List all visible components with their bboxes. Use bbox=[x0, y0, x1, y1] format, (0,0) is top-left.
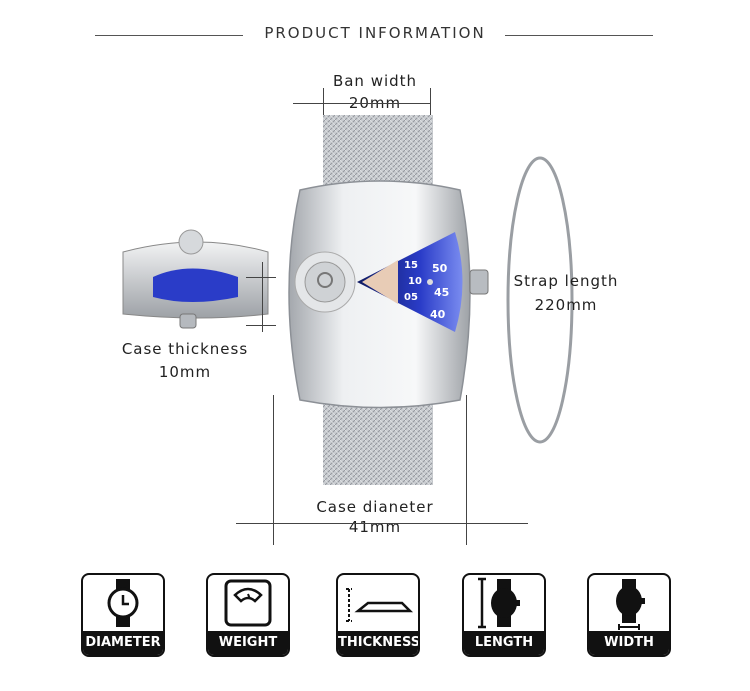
weight-tile: WEIGHT bbox=[206, 573, 290, 657]
scale-icon bbox=[224, 579, 272, 627]
length-tile: LENGTH bbox=[462, 573, 546, 657]
clock-watch-icon bbox=[107, 579, 139, 627]
strap-loop-illustration bbox=[506, 156, 574, 444]
diameter-tick-right bbox=[466, 395, 467, 545]
case-thickness-value: 10mm bbox=[158, 363, 212, 381]
dial-number: 10 bbox=[408, 276, 422, 287]
length-icon bbox=[478, 577, 520, 629]
case-diameter-value: 41mm bbox=[348, 518, 402, 536]
thickness-label: THICKNESS bbox=[338, 631, 418, 655]
thickness-line-top bbox=[246, 277, 276, 278]
band-width-tick-right bbox=[430, 88, 431, 118]
diameter-tile: DIAMETER bbox=[81, 573, 165, 657]
case-thickness-label: Case thickness bbox=[121, 340, 249, 358]
thickness-line-bottom bbox=[246, 325, 276, 326]
diameter-label: DIAMETER bbox=[83, 631, 163, 655]
dial-number: 45 bbox=[434, 286, 450, 299]
diameter-line bbox=[236, 523, 528, 524]
header-line-left bbox=[95, 35, 243, 36]
band-width-label: Ban width bbox=[332, 72, 418, 90]
dial-number: 05 bbox=[404, 292, 418, 303]
strap-length-value: 220mm bbox=[534, 296, 598, 314]
watch-side-view bbox=[122, 229, 269, 329]
case-diameter-label: Case dianeter bbox=[316, 498, 434, 516]
width-label: WIDTH bbox=[589, 631, 669, 655]
thickness-line-vertical bbox=[262, 262, 263, 332]
dial-number: 50 bbox=[432, 262, 448, 275]
diameter-tick-left bbox=[273, 395, 274, 545]
page-title: PRODUCT INFORMATION bbox=[264, 24, 486, 42]
width-icon bbox=[616, 579, 645, 630]
header-line-right bbox=[505, 35, 653, 36]
weight-label: WEIGHT bbox=[208, 631, 288, 655]
watch-illustration bbox=[288, 115, 489, 485]
dial-number: 15 bbox=[404, 260, 418, 271]
width-tile: WIDTH bbox=[587, 573, 671, 657]
length-label: LENGTH bbox=[464, 631, 544, 655]
thickness-tile: THICKNESS bbox=[336, 573, 420, 657]
band-width-tick-left bbox=[323, 88, 324, 118]
strap-length-label: Strap length bbox=[513, 272, 619, 290]
band-width-line bbox=[293, 103, 431, 104]
dial-number: 40 bbox=[430, 308, 446, 321]
thickness-icon bbox=[346, 588, 414, 622]
